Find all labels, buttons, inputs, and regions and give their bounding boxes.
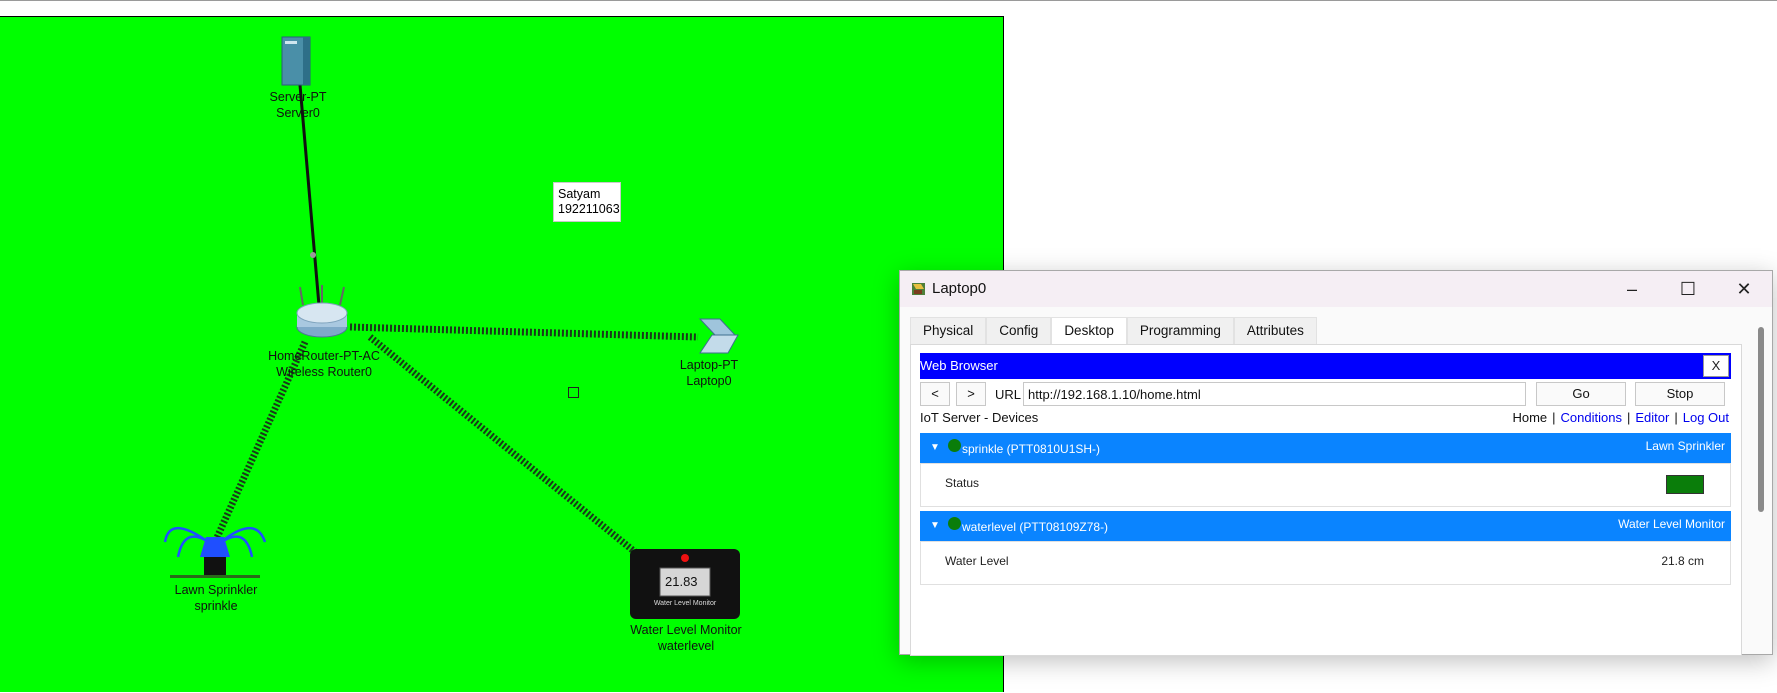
device-type: Water Level Monitor bbox=[1618, 517, 1725, 531]
device-header-sprinkle[interactable]: ▼ sprinkle (PTT0810U1SH-) Lawn Sprinkler bbox=[920, 433, 1731, 463]
window-titlebar[interactable]: Laptop0 – ☐ ✕ bbox=[900, 271, 1772, 307]
device-header-waterlevel[interactable]: ▼ waterlevel (PTT08109Z78-) Water Level … bbox=[920, 511, 1731, 541]
router-icon bbox=[296, 285, 348, 338]
nav-separator: | bbox=[1674, 410, 1678, 425]
tab-bar: Physical Config Desktop Programming Attr… bbox=[910, 317, 1317, 347]
status-toggle[interactable] bbox=[1666, 475, 1704, 494]
network-links: 21.83 Water Level Monitor bbox=[163, 36, 740, 619]
minimize-icon: – bbox=[1626, 278, 1637, 299]
url-input[interactable] bbox=[1023, 382, 1526, 406]
expand-caret-icon[interactable]: ▼ bbox=[930, 520, 940, 531]
selection-marker bbox=[568, 387, 579, 398]
status-dot-icon bbox=[948, 517, 961, 530]
app-icon bbox=[912, 283, 925, 295]
device-type: Lawn Sprinkler bbox=[1645, 439, 1725, 453]
tab-programming[interactable]: Programming bbox=[1126, 317, 1234, 344]
home-link[interactable]: Home bbox=[1512, 410, 1548, 425]
wireless-link-sprinkler bbox=[211, 340, 309, 544]
top-divider bbox=[0, 0, 1777, 1]
web-browser-title: Web Browser bbox=[920, 358, 998, 373]
url-label: URL bbox=[995, 387, 1022, 402]
device-body-waterlevel: Water Level 21.8 cm bbox=[920, 541, 1731, 585]
window-title: Laptop0 bbox=[932, 280, 987, 297]
web-browser-header: Web Browser X bbox=[920, 353, 1731, 379]
minimize-button[interactable]: – bbox=[1604, 271, 1660, 307]
wireless-link-laptop bbox=[349, 323, 699, 341]
forward-button[interactable]: > bbox=[956, 382, 986, 406]
maximize-icon: ☐ bbox=[1679, 278, 1697, 299]
conditions-link[interactable]: Conditions bbox=[1560, 410, 1622, 425]
laptop-window: Laptop0 – ☐ ✕ Physical Config Desktop Pr… bbox=[899, 270, 1773, 656]
tab-physical[interactable]: Physical bbox=[910, 317, 987, 344]
sprinkler-icon bbox=[163, 526, 267, 578]
expand-caret-icon[interactable]: ▼ bbox=[930, 442, 940, 453]
editor-link[interactable]: Editor bbox=[1635, 410, 1670, 425]
device-name: sprinkle (PTT0810U1SH-) bbox=[962, 442, 1101, 456]
tab-config[interactable]: Config bbox=[986, 317, 1052, 344]
page-nav-links: Home | Conditions | Editor | Log Out bbox=[1512, 410, 1729, 425]
close-button[interactable]: ✕ bbox=[1716, 271, 1772, 307]
water-level-display: 21.83 bbox=[665, 574, 698, 589]
status-dot-icon bbox=[948, 439, 961, 452]
stop-button[interactable]: Stop bbox=[1635, 382, 1725, 406]
property-label: Status bbox=[945, 476, 980, 490]
water-level-display-caption: Water Level Monitor bbox=[654, 600, 717, 607]
wireless-link-waterlevel bbox=[367, 334, 638, 555]
desktop-content: Web Browser X < > URL Go Stop IoT Server… bbox=[910, 344, 1742, 656]
link-server-router bbox=[298, 84, 322, 318]
logout-link[interactable]: Log Out bbox=[1682, 410, 1729, 425]
water-level-monitor-icon: 21.83 Water Level Monitor bbox=[630, 549, 740, 619]
nav-separator: | bbox=[1552, 410, 1556, 425]
device-name: waterlevel (PTT08109Z78-) bbox=[962, 520, 1109, 534]
back-button[interactable]: < bbox=[920, 382, 950, 406]
web-browser-close-button[interactable]: X bbox=[1703, 355, 1729, 377]
maximize-button[interactable]: ☐ bbox=[1660, 271, 1716, 307]
laptop-icon bbox=[698, 318, 739, 354]
page-title: IoT Server - Devices bbox=[920, 410, 1039, 425]
device-body-sprinkle: Status bbox=[920, 463, 1731, 507]
close-icon: ✕ bbox=[1736, 278, 1752, 299]
vertical-scrollbar[interactable] bbox=[1758, 327, 1764, 512]
tab-attributes[interactable]: Attributes bbox=[1233, 317, 1317, 344]
server-icon bbox=[281, 36, 311, 86]
property-label: Water Level bbox=[945, 554, 1009, 568]
link-midpoint bbox=[310, 252, 316, 258]
property-value: 21.8 cm bbox=[1661, 554, 1704, 568]
tab-desktop[interactable]: Desktop bbox=[1051, 317, 1127, 347]
go-button[interactable]: Go bbox=[1536, 382, 1626, 406]
nav-separator: | bbox=[1626, 410, 1631, 425]
text-note[interactable]: Satyam 192211063 bbox=[553, 182, 621, 222]
